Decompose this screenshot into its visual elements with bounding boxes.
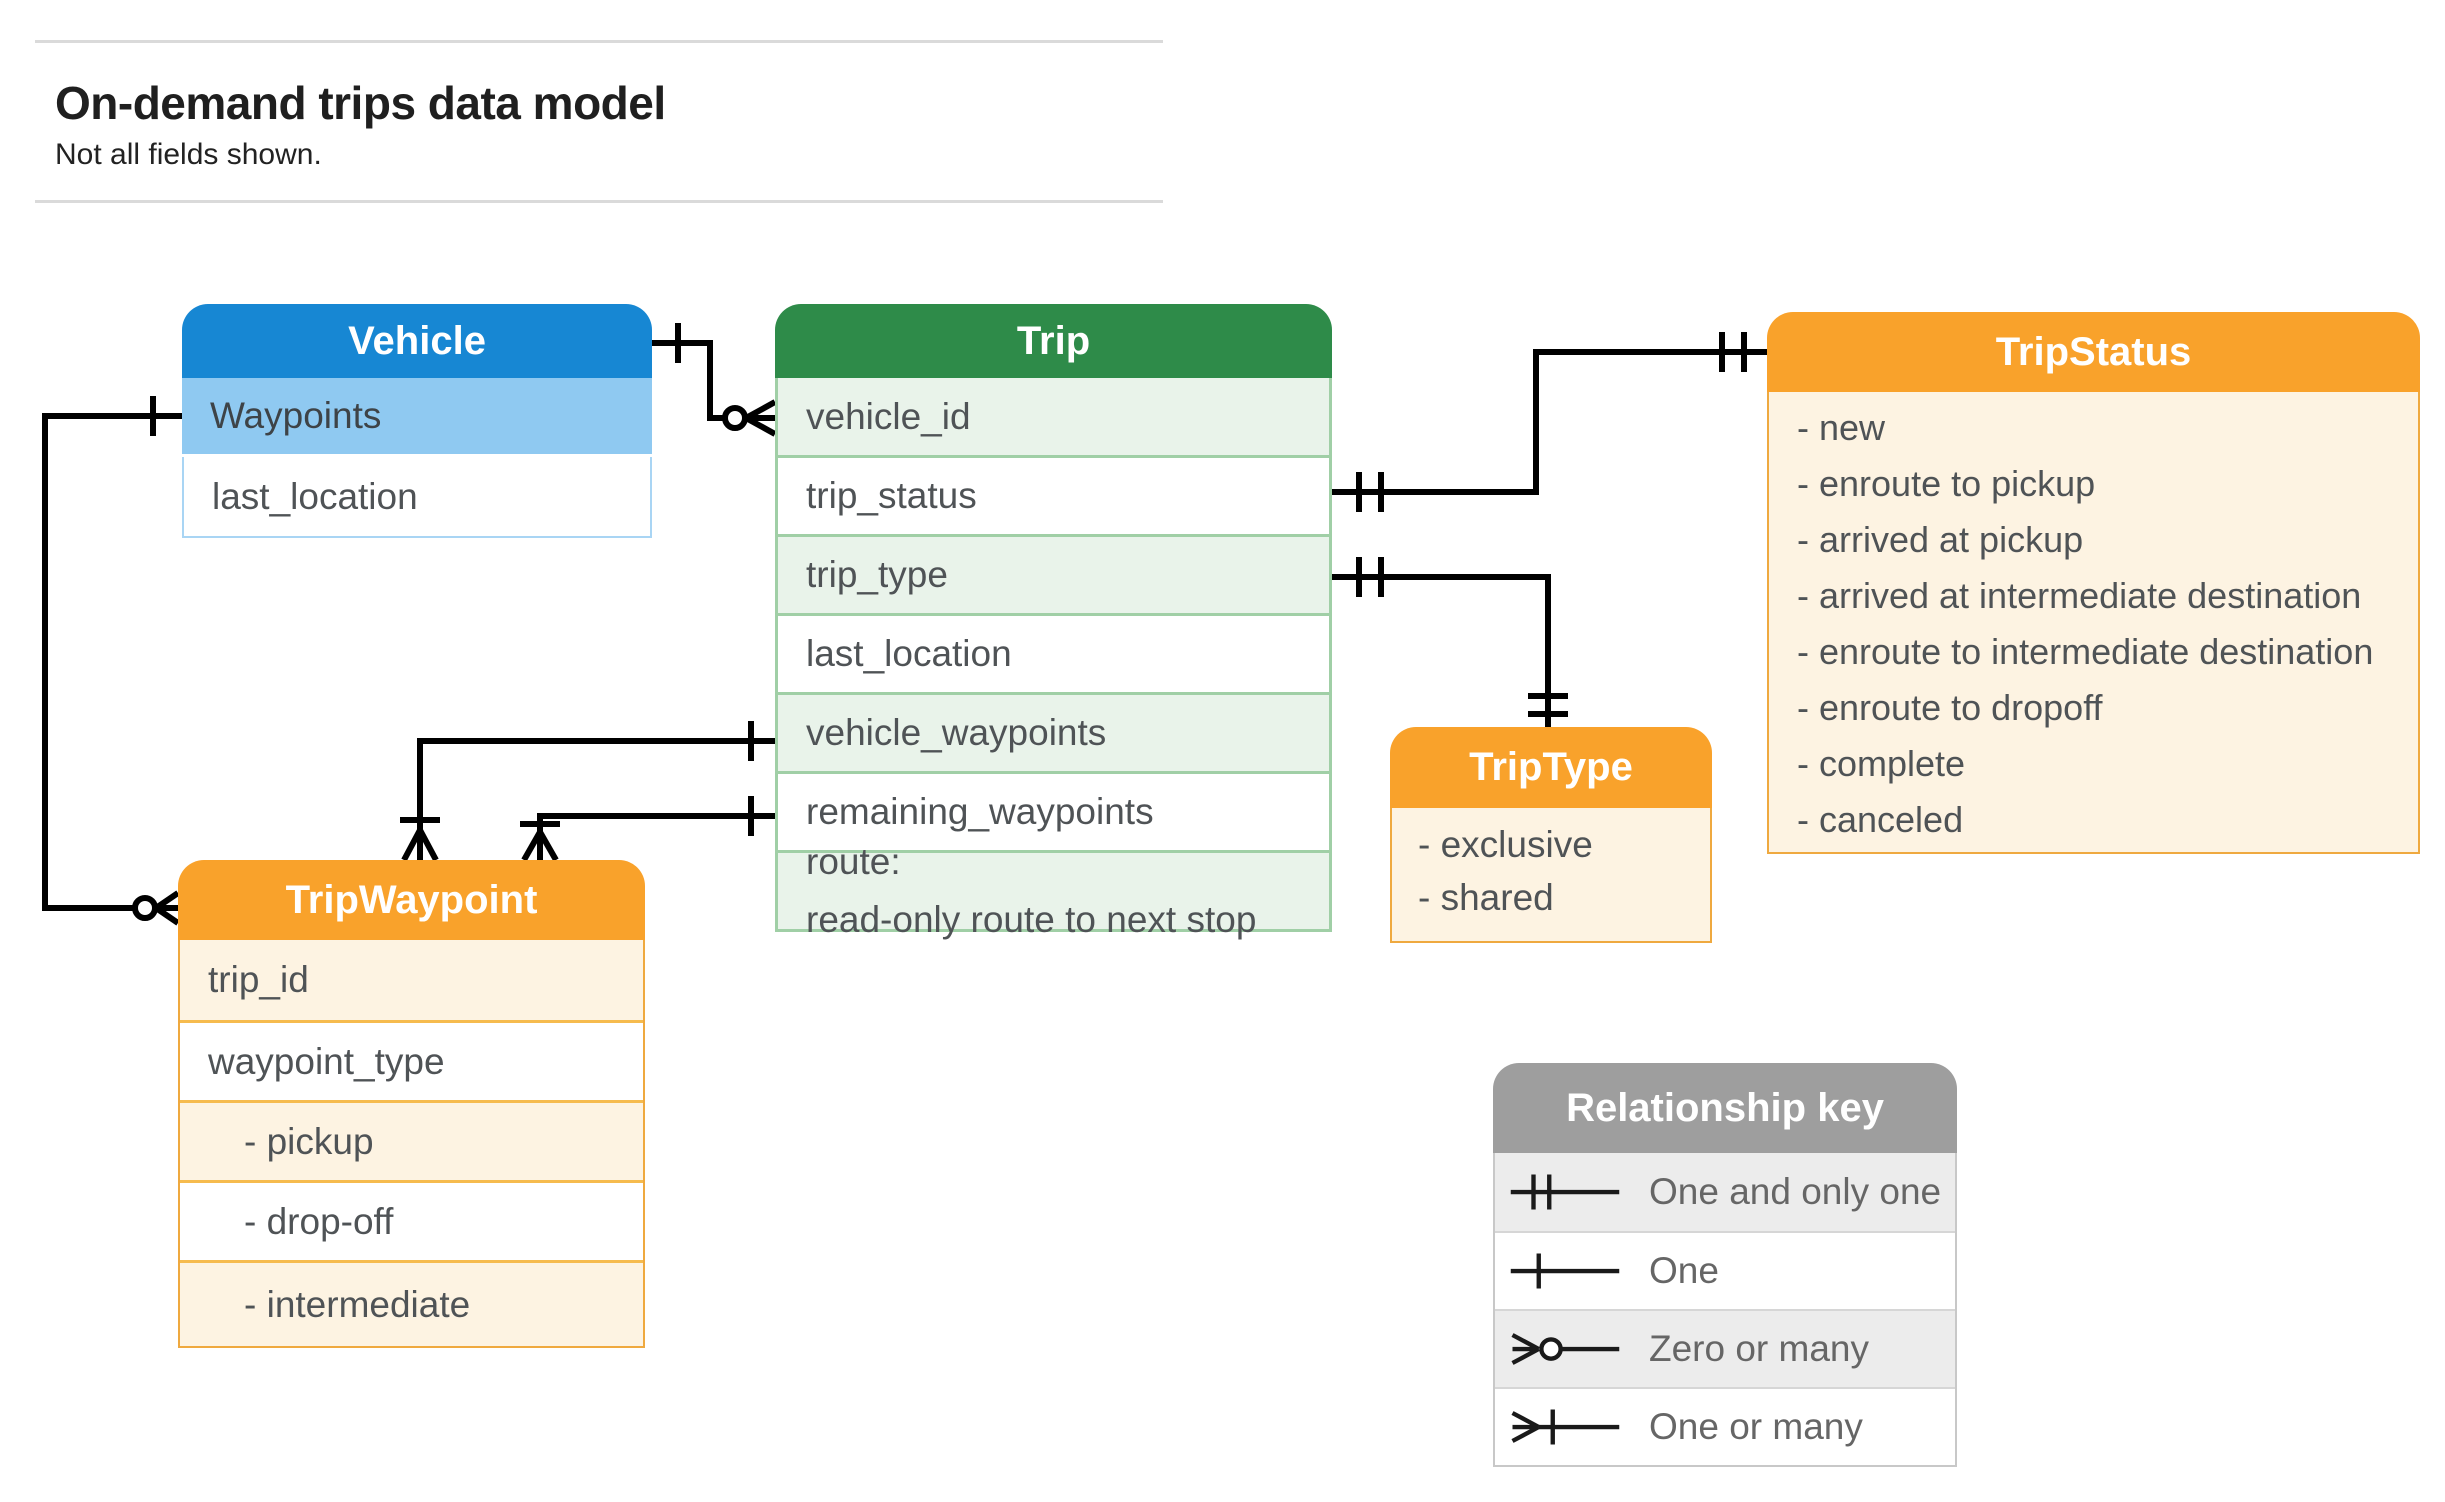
entity-trip: Trip vehicle_id trip_status trip_type la… bbox=[775, 304, 1332, 940]
enum-enroute-to-dropoff: - enroute to dropoff bbox=[1797, 687, 2103, 728]
entity-tripstatus: TripStatus - new - enroute to pickup - a… bbox=[1767, 312, 2420, 854]
zero-circle bbox=[132, 895, 158, 921]
field-trip-id: trip_id bbox=[180, 940, 643, 1020]
legend-label: One and only one bbox=[1649, 1171, 1942, 1212]
legend-label: Zero or many bbox=[1649, 1328, 1870, 1369]
connector-trip-type-to-triptype bbox=[1332, 557, 1568, 727]
legend-row-one: One bbox=[1495, 1231, 1955, 1309]
entity-tripwaypoint: TripWaypoint trip_id waypoint_type - pic… bbox=[178, 860, 645, 1348]
bottom-divider bbox=[35, 200, 1163, 203]
enum-exclusive: - exclusive bbox=[1418, 823, 1593, 865]
relationship-key-title: Relationship key bbox=[1493, 1063, 1957, 1153]
entity-vehicle-title: Vehicle bbox=[182, 304, 652, 378]
field-route: route: read-only route to next stop bbox=[778, 841, 1329, 940]
route-description: read-only route to next stop bbox=[806, 899, 1257, 940]
entity-tripstatus-title: TripStatus bbox=[1767, 312, 2420, 392]
enum-drop-off: - drop-off bbox=[180, 1180, 643, 1260]
enum-shared: - shared bbox=[1418, 876, 1554, 918]
relationship-key: Relationship key One and only one One bbox=[1493, 1063, 1957, 1467]
enum-arrived-at-intermediate-destination: - arrived at intermediate destination bbox=[1797, 575, 2362, 616]
one-icon bbox=[1510, 1253, 1620, 1289]
connector-trip-status-to-tripstatus bbox=[1332, 332, 1767, 512]
legend-row-one-and-only-one: One and only one bbox=[1495, 1153, 1955, 1231]
field-vehicle-id: vehicle_id bbox=[778, 378, 1329, 455]
entity-triptype: TripType - exclusive - shared bbox=[1390, 727, 1712, 943]
entity-vehicle: Vehicle Waypoints last_location bbox=[182, 304, 652, 538]
zero-circle bbox=[722, 405, 748, 431]
enum-canceled: - canceled bbox=[1797, 799, 1964, 840]
connector-vehicle-waypoints-field-to-tripwaypoint bbox=[400, 721, 775, 862]
crow-foot bbox=[154, 890, 180, 926]
enum-intermediate: - intermediate bbox=[180, 1260, 643, 1346]
page-title: On-demand trips data model bbox=[55, 77, 666, 129]
one-or-many-icon bbox=[1511, 1409, 1620, 1445]
crow-foot bbox=[401, 828, 439, 862]
field-last-location: last_location bbox=[778, 613, 1329, 692]
connector-vehicle-to-trip bbox=[652, 323, 777, 437]
connector-vehicle-waypoints-to-tripwaypoint bbox=[42, 396, 182, 926]
page-subtitle: Not all fields shown. bbox=[55, 138, 322, 171]
legend-label: One or many bbox=[1649, 1406, 1863, 1447]
enum-enroute-to-pickup: - enroute to pickup bbox=[1797, 463, 2096, 504]
enum-complete: - complete bbox=[1797, 743, 1966, 784]
enum-pickup: - pickup bbox=[180, 1100, 643, 1180]
connector-remaining-waypoints-to-tripwaypoint bbox=[520, 796, 775, 862]
enum-enroute-to-intermediate-destination: - enroute to intermediate destination bbox=[1797, 631, 2374, 672]
entity-tripwaypoint-title: TripWaypoint bbox=[178, 860, 645, 940]
field-trip-status: trip_status bbox=[778, 455, 1329, 534]
field-waypoint-type: waypoint_type bbox=[180, 1020, 643, 1100]
enum-new: - new bbox=[1797, 407, 1886, 448]
field-vehicle-waypoints: vehicle_waypoints bbox=[778, 692, 1329, 771]
legend-label: One bbox=[1649, 1250, 1719, 1291]
legend-row-one-or-many: One or many bbox=[1495, 1387, 1955, 1465]
entity-triptype-title: TripType bbox=[1390, 727, 1712, 808]
field-last-location: last_location bbox=[182, 457, 652, 538]
top-divider bbox=[35, 40, 1163, 43]
crow-foot bbox=[744, 399, 777, 437]
one-and-only-one-icon bbox=[1510, 1174, 1620, 1210]
field-remaining-waypoints: remaining_waypoints bbox=[778, 771, 1329, 850]
route-label: route: bbox=[806, 841, 901, 882]
crow-foot bbox=[521, 830, 559, 862]
entity-trip-title: Trip bbox=[775, 304, 1332, 378]
field-waypoints: Waypoints bbox=[182, 378, 652, 457]
legend-row-zero-or-many: Zero or many bbox=[1495, 1309, 1955, 1387]
enum-arrived-at-pickup: - arrived at pickup bbox=[1797, 519, 2084, 560]
zero-or-many-icon bbox=[1511, 1333, 1620, 1365]
field-trip-type: trip_type bbox=[778, 534, 1329, 613]
